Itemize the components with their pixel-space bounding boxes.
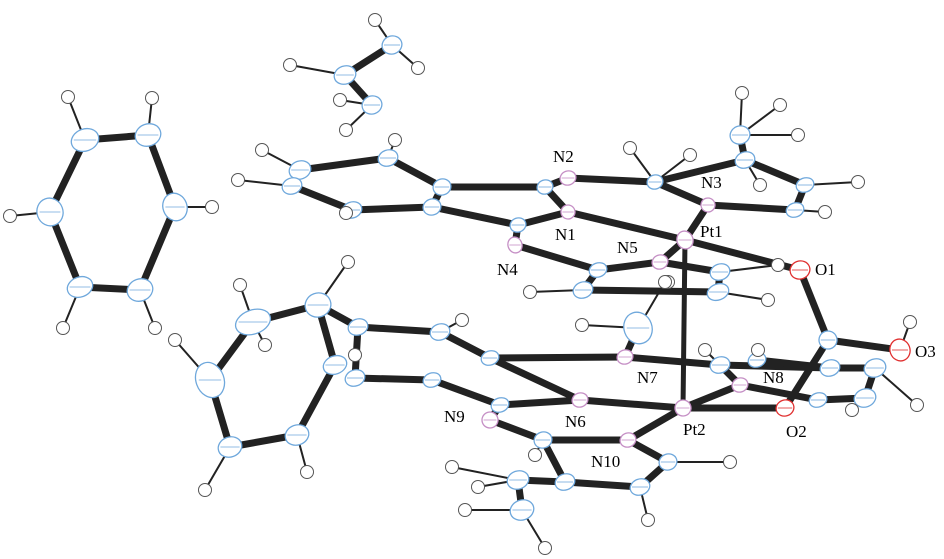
label-n2: N2 <box>553 147 574 166</box>
atom-hp3 <box>168 333 182 347</box>
label-n5: N5 <box>617 238 638 257</box>
bond-r4-N3 <box>704 201 799 214</box>
bond-m1-N5 <box>594 258 664 274</box>
atom-hO1 <box>771 258 785 272</box>
atom-hr1 <box>623 141 637 155</box>
atom-he4 <box>411 61 425 75</box>
bond-u1-u2 <box>296 154 392 174</box>
atom-hq2 <box>845 403 859 417</box>
atom-hb6 <box>3 209 17 223</box>
atom-hq3 <box>910 398 924 412</box>
atom-hp1 <box>341 255 355 269</box>
bond-u4-u8 <box>428 203 522 229</box>
bond-N7-q1 <box>621 353 724 369</box>
atom-hs7 <box>528 448 542 462</box>
atom-hs4 <box>723 455 737 469</box>
bond-l4-l6 <box>351 374 436 384</box>
bond-Pt2-N10 <box>624 404 687 444</box>
bond-r1-r2 <box>651 156 749 186</box>
label-o2: O2 <box>786 422 807 441</box>
bond-r2-r3 <box>741 156 809 189</box>
label-n9: N9 <box>444 407 465 426</box>
atom-hr3 <box>735 86 749 100</box>
atom-hq1 <box>751 343 765 357</box>
bond-O1-c1 <box>796 266 832 344</box>
bond-c1-O3 <box>824 336 904 354</box>
atom-hmm2 <box>658 275 672 289</box>
atom-hu4 <box>339 206 353 220</box>
atom-hs1 <box>445 460 459 474</box>
bond-s4-s5 <box>561 478 644 491</box>
label-pt2: Pt2 <box>683 420 706 439</box>
atom-hr2 <box>683 148 697 162</box>
bond-N9-s1 <box>486 416 547 444</box>
label-n10: N10 <box>591 452 621 471</box>
bond-s3-hs1 <box>451 466 519 481</box>
atom-hr8 <box>753 178 767 192</box>
bond-u2-u3 <box>384 154 446 191</box>
atom-hb5 <box>56 321 70 335</box>
label-o3: O3 <box>915 342 936 361</box>
atom-hb2 <box>145 91 159 105</box>
atom-hl1 <box>455 313 469 327</box>
atom-hq4 <box>698 343 712 357</box>
bond-N6-Pt2 <box>576 396 687 412</box>
atom-he3 <box>339 123 353 137</box>
bond-l2-l4 <box>428 376 504 409</box>
bond-N1-Pt1 <box>564 208 689 244</box>
atom-hs3 <box>538 541 552 555</box>
bond-u4-u5 <box>348 203 436 214</box>
bond-l2-N6 <box>496 396 584 409</box>
bond-b3-b4 <box>136 203 179 294</box>
label-pt1: Pt1 <box>700 222 723 241</box>
atom-hp6 <box>258 338 272 352</box>
label-n3: N3 <box>701 173 722 192</box>
bond-N2-r1 <box>564 174 659 186</box>
atom-hm2 <box>761 293 775 307</box>
bond-N7-l1 <box>486 353 629 362</box>
atom-he2 <box>283 58 297 72</box>
bond-q5-N8 <box>736 381 822 404</box>
atom-he1 <box>368 13 382 27</box>
atom-hr6 <box>851 175 865 189</box>
bond-u5-u6 <box>288 182 356 214</box>
bond-N5-m2 <box>656 258 724 276</box>
atom-hs6 <box>471 480 485 494</box>
atom-hl2 <box>348 348 362 362</box>
atom-hmm1 <box>575 318 589 332</box>
atom-hu1 <box>255 143 269 157</box>
label-n8: N8 <box>763 368 784 387</box>
atom-hb3 <box>205 200 219 214</box>
atom-hp2 <box>233 278 247 292</box>
atom-hr7 <box>818 205 832 219</box>
atom-hm1 <box>523 285 537 299</box>
label-n4: N4 <box>497 260 518 279</box>
atom-hp4 <box>300 465 314 479</box>
atom-hb4 <box>148 321 162 335</box>
atom-hr4 <box>791 128 805 142</box>
bond-r1-N3 <box>651 178 712 209</box>
label-n7: N7 <box>637 368 658 387</box>
atom-hr5 <box>773 98 787 112</box>
label-o1: O1 <box>815 260 836 279</box>
bond-p3-p4 <box>293 361 339 439</box>
atom-hc1 <box>903 315 917 329</box>
atom-hb1 <box>61 90 75 104</box>
bond-l3-l5 <box>354 323 444 336</box>
atom-hu2 <box>231 173 245 187</box>
atom-hu3 <box>388 133 402 147</box>
label-n1: N1 <box>555 225 576 244</box>
label-n6: N6 <box>565 412 586 431</box>
bond-N4-m1 <box>511 241 602 274</box>
bond-q6-q2 <box>753 356 834 372</box>
atom-hs5 <box>641 513 655 527</box>
bond-l1-N6 <box>486 354 584 404</box>
bond-N8-Pt2 <box>679 381 744 412</box>
atom-he5 <box>333 93 347 107</box>
bond-m3-m4 <box>579 286 722 296</box>
atom-hp5 <box>198 483 212 497</box>
atom-hs2 <box>458 503 472 517</box>
